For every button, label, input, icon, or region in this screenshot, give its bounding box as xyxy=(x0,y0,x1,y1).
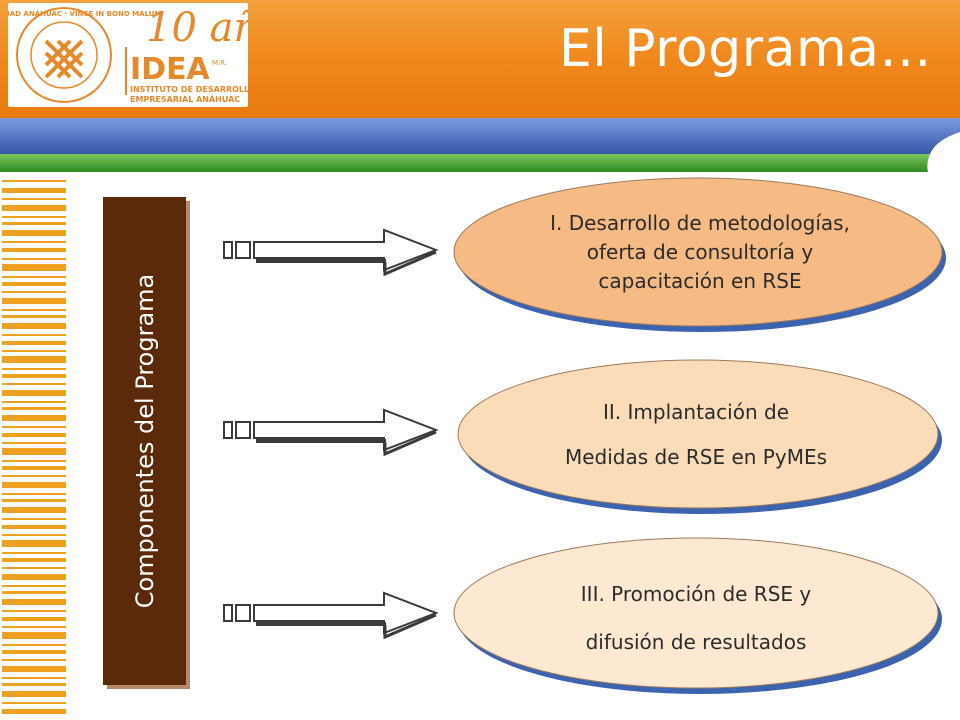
page-title: El Programa… xyxy=(558,19,932,79)
logo-area: UNIVERSIDAD ANÁHUAC · VINCE IN BONO MALU… xyxy=(0,3,304,107)
oval-1-line-3: capacitación en RSE xyxy=(598,269,802,293)
oval-2-line-2: Medidas de RSE en PyMEs xyxy=(564,445,828,469)
logo-seal-text: UNIVERSIDAD ANÁHUAC · VINCE IN BONO MALU… xyxy=(8,9,161,18)
oval-3 xyxy=(453,537,942,694)
header-bands xyxy=(0,118,960,184)
logo-graphic: UNIVERSIDAD ANÁHUAC · VINCE IN BONO MALU… xyxy=(0,5,304,104)
barcode-decoration xyxy=(2,180,66,714)
oval-1-line-2: oferta de consultoría y xyxy=(586,240,814,264)
logo-subtitle-1: INSTITUTO DE DESARROLLO xyxy=(130,85,248,94)
arrow-2 xyxy=(223,408,439,457)
header-bar: UNIVERSIDAD ANÁHUAC · VINCE IN BONO MALU… xyxy=(0,0,960,118)
oval-3-text: III. Promoción de RSE y difusión de resu… xyxy=(476,570,916,666)
oval-3-line-1: III. Promoción de RSE y xyxy=(580,582,812,606)
logo-subtitle-2: EMPRESARIAL ANÁHUAC xyxy=(130,93,240,104)
logo-brand-suffix: M.R. xyxy=(212,59,227,67)
components-box: Componentes del Programa xyxy=(103,197,186,685)
oval-2-text: II. Implantación de Medidas de RSE en Py… xyxy=(476,390,916,480)
logo-brand: IDEA xyxy=(130,52,211,87)
oval-3-line-2: difusión de resultados xyxy=(585,630,807,654)
oval-1-text: I. Desarrollo de metodologías, oferta de… xyxy=(480,209,920,296)
arrow-1 xyxy=(223,228,439,277)
oval-2 xyxy=(457,359,942,514)
oval-1 xyxy=(453,177,946,332)
oval-1-line-1: I. Desarrollo de metodologías, xyxy=(550,211,850,235)
arrow-3 xyxy=(223,591,439,640)
oval-2-line-1: II. Implantación de xyxy=(603,400,789,424)
